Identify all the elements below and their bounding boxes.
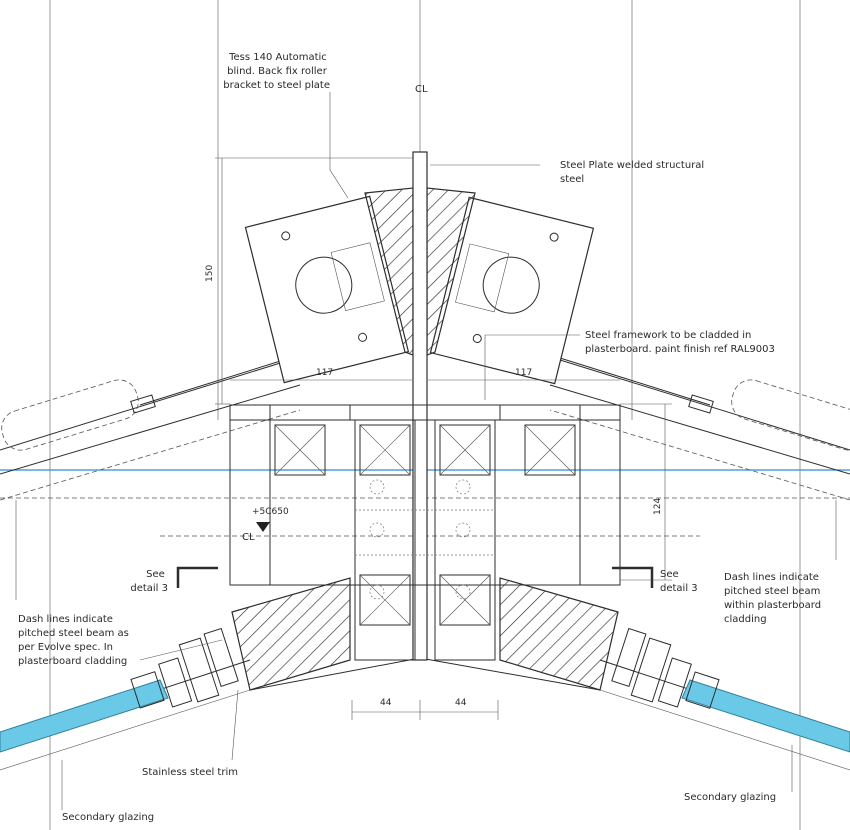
steel-plate	[412, 151, 428, 661]
dimension-lines	[15, 157, 837, 720]
framework-note: Steel framework to be cladded in plaster…	[585, 330, 775, 355]
glazing-right	[611, 627, 850, 753]
blind-note: Tess 140 Automatic blind. Back fix rolle…	[223, 52, 330, 91]
secondary-glazing-right: Secondary glazing	[684, 792, 776, 803]
see-detail-right: See detail 3	[660, 569, 698, 594]
dimension-117-right: 117	[515, 368, 532, 378]
dimension-44-right: 44	[455, 698, 467, 708]
stainless-trim-note: Stainless steel trim	[142, 767, 238, 778]
centre-line-label-top: CL	[415, 84, 428, 95]
steel-frame	[229, 404, 621, 661]
secondary-glazing-left: Secondary glazing	[62, 812, 154, 823]
dash-lines-note-right: Dash lines indicate pitched steel beam w…	[724, 572, 824, 625]
leader-lines	[61, 92, 793, 810]
see-detail-left: See detail 3	[130, 569, 168, 594]
lower-steel-hatch	[231, 577, 619, 691]
steel-plate-note: Steel Plate welded structural steel	[560, 160, 707, 185]
level-mark-label: +5C650	[252, 507, 289, 517]
section-marker-left	[176, 566, 218, 588]
level-marker-icon	[256, 522, 270, 532]
section-marker-right	[612, 566, 654, 588]
glazing-left	[0, 627, 239, 753]
dimension-117-left: 117	[316, 368, 333, 378]
roller-capsule-left	[1, 357, 291, 451]
centre-line-label-mid: CL	[242, 532, 255, 543]
dimension-150: 150	[205, 265, 215, 282]
roller-capsule-right	[559, 357, 850, 451]
dimension-124: 124	[653, 498, 663, 515]
dimension-44-left: 44	[380, 698, 392, 708]
dash-lines-note-left: Dash lines indicate pitched steel beam a…	[18, 614, 132, 667]
